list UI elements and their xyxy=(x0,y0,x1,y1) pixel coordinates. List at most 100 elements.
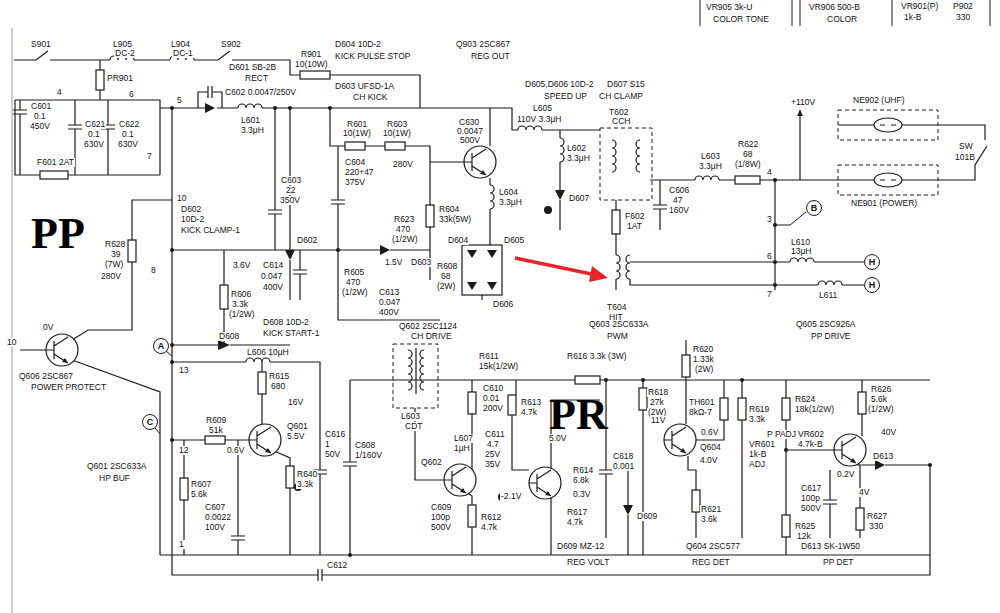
schematic-wire xyxy=(560,138,564,162)
component-label: R625 xyxy=(794,522,816,531)
schematic-wire xyxy=(858,380,930,538)
component-label: 10(1W) xyxy=(382,129,412,138)
component-label: 4V xyxy=(858,488,870,497)
component-label: 5.6k xyxy=(190,490,208,499)
component-label: Q602 xyxy=(420,458,443,467)
component-label: Q606 2SC867 xyxy=(18,372,74,381)
component-label: D604 10D-2 xyxy=(334,40,382,49)
component-label: 7 xyxy=(766,290,773,299)
component-label: VR601 xyxy=(748,440,776,449)
component-label: 35V xyxy=(484,460,501,469)
component-label: 500V xyxy=(459,136,481,145)
component-label: R611 xyxy=(478,352,500,361)
transistor-symbol xyxy=(46,334,78,366)
component-symbol xyxy=(128,240,136,262)
component-label: RECT xyxy=(244,74,269,83)
component-label: VR901(P) xyxy=(900,2,939,11)
component-label: (2W) xyxy=(694,365,714,374)
junction-dot xyxy=(348,553,352,557)
junction-dot xyxy=(784,448,788,452)
component-label: R615 xyxy=(268,372,290,381)
component-label: 100p xyxy=(800,494,821,503)
component-label: D607 S15 xyxy=(606,80,646,89)
component-label: 0.1 xyxy=(33,112,47,121)
component-label: 220+47 xyxy=(344,168,375,177)
junction-dot xyxy=(773,283,777,287)
junction-dot xyxy=(740,378,744,382)
component-label: 0.001 xyxy=(612,462,635,471)
terminal-letter: A xyxy=(158,342,165,351)
component-label: POWER PROTECT xyxy=(30,383,107,392)
component-label: 101B xyxy=(954,153,976,162)
component-label: R622 xyxy=(737,140,759,149)
component-label: R606 xyxy=(230,290,252,299)
component-label: T602 xyxy=(608,108,629,117)
schematic-wire xyxy=(559,130,560,230)
component-symbol xyxy=(735,176,760,184)
component-symbol xyxy=(40,171,68,179)
junction-dot xyxy=(773,260,777,264)
component-symbol xyxy=(300,71,330,79)
component-label: R616 3.3k (3W) xyxy=(566,352,628,361)
component-label: R604 xyxy=(438,205,460,214)
component-label: (1/2W) xyxy=(341,288,369,297)
component-symbol xyxy=(782,398,790,420)
component-label: 400V xyxy=(378,308,400,317)
component-label: Q602 2SC1124 xyxy=(398,322,458,331)
component-label: 10D-2 xyxy=(180,215,205,224)
component-label: R612 xyxy=(480,513,502,522)
component-label: 1k-B xyxy=(748,450,767,459)
component-label: Q601 xyxy=(286,422,309,431)
transistor-symbol xyxy=(464,146,496,178)
component-label: R617 xyxy=(566,508,588,517)
component-symbol xyxy=(856,508,864,530)
component-label: 25V xyxy=(484,450,501,459)
terminal-circle: H xyxy=(864,277,880,293)
component-label: L603 xyxy=(700,152,721,161)
component-label: Q604 xyxy=(699,443,722,452)
region-label: PP xyxy=(30,212,86,256)
component-label: KICK START-1 xyxy=(262,329,320,338)
component-label: R618 xyxy=(647,388,669,397)
schematic-wire xyxy=(790,258,842,285)
component-label: 470 xyxy=(395,225,411,234)
schematic-wire xyxy=(393,110,938,408)
component-label: 3.6k xyxy=(700,515,718,524)
junction-dot xyxy=(170,438,174,442)
component-label: D609 xyxy=(636,512,658,521)
component-symbol xyxy=(720,398,728,420)
component-label: 4 xyxy=(56,88,63,97)
component-label: D605 xyxy=(503,236,525,245)
schematic-wire xyxy=(150,212,806,434)
component-label: 0.1 xyxy=(87,130,101,139)
component-label: R613 xyxy=(520,398,542,407)
component-label: DC-1 xyxy=(172,49,194,58)
component-label: 1 xyxy=(178,540,185,549)
schematic-wire xyxy=(786,380,837,555)
schematic-wire xyxy=(160,108,930,581)
component-label: D603 UFSD-1A xyxy=(334,82,395,91)
component-symbol xyxy=(393,344,438,408)
component-label: D607 xyxy=(568,194,590,203)
component-label: CH KICK xyxy=(352,93,388,102)
component-label: D601 SB-2B xyxy=(228,63,277,72)
component-label: 3.3μH xyxy=(698,162,723,171)
transistor-symbol xyxy=(444,464,476,496)
component-label: ADJ xyxy=(748,460,766,469)
component-label: C608 xyxy=(354,441,376,450)
component-symbol xyxy=(612,210,620,234)
component-label: R607 xyxy=(190,480,212,489)
schematic-wire xyxy=(515,258,596,275)
component-label: 3 xyxy=(766,215,773,224)
schematic-wire xyxy=(874,118,902,132)
junction-dot xyxy=(170,343,174,347)
component-label: SW xyxy=(958,142,974,151)
component-label: VR905 3k-U xyxy=(705,3,753,12)
component-label: 1AT xyxy=(626,222,643,231)
component-label: R601 xyxy=(346,120,368,129)
component-label: REG OUT xyxy=(470,52,511,61)
component-label: KICK PULSE STOP xyxy=(334,52,411,61)
component-label: 6 xyxy=(128,90,135,99)
component-label: 5 xyxy=(176,96,183,105)
component-symbol xyxy=(838,110,938,140)
